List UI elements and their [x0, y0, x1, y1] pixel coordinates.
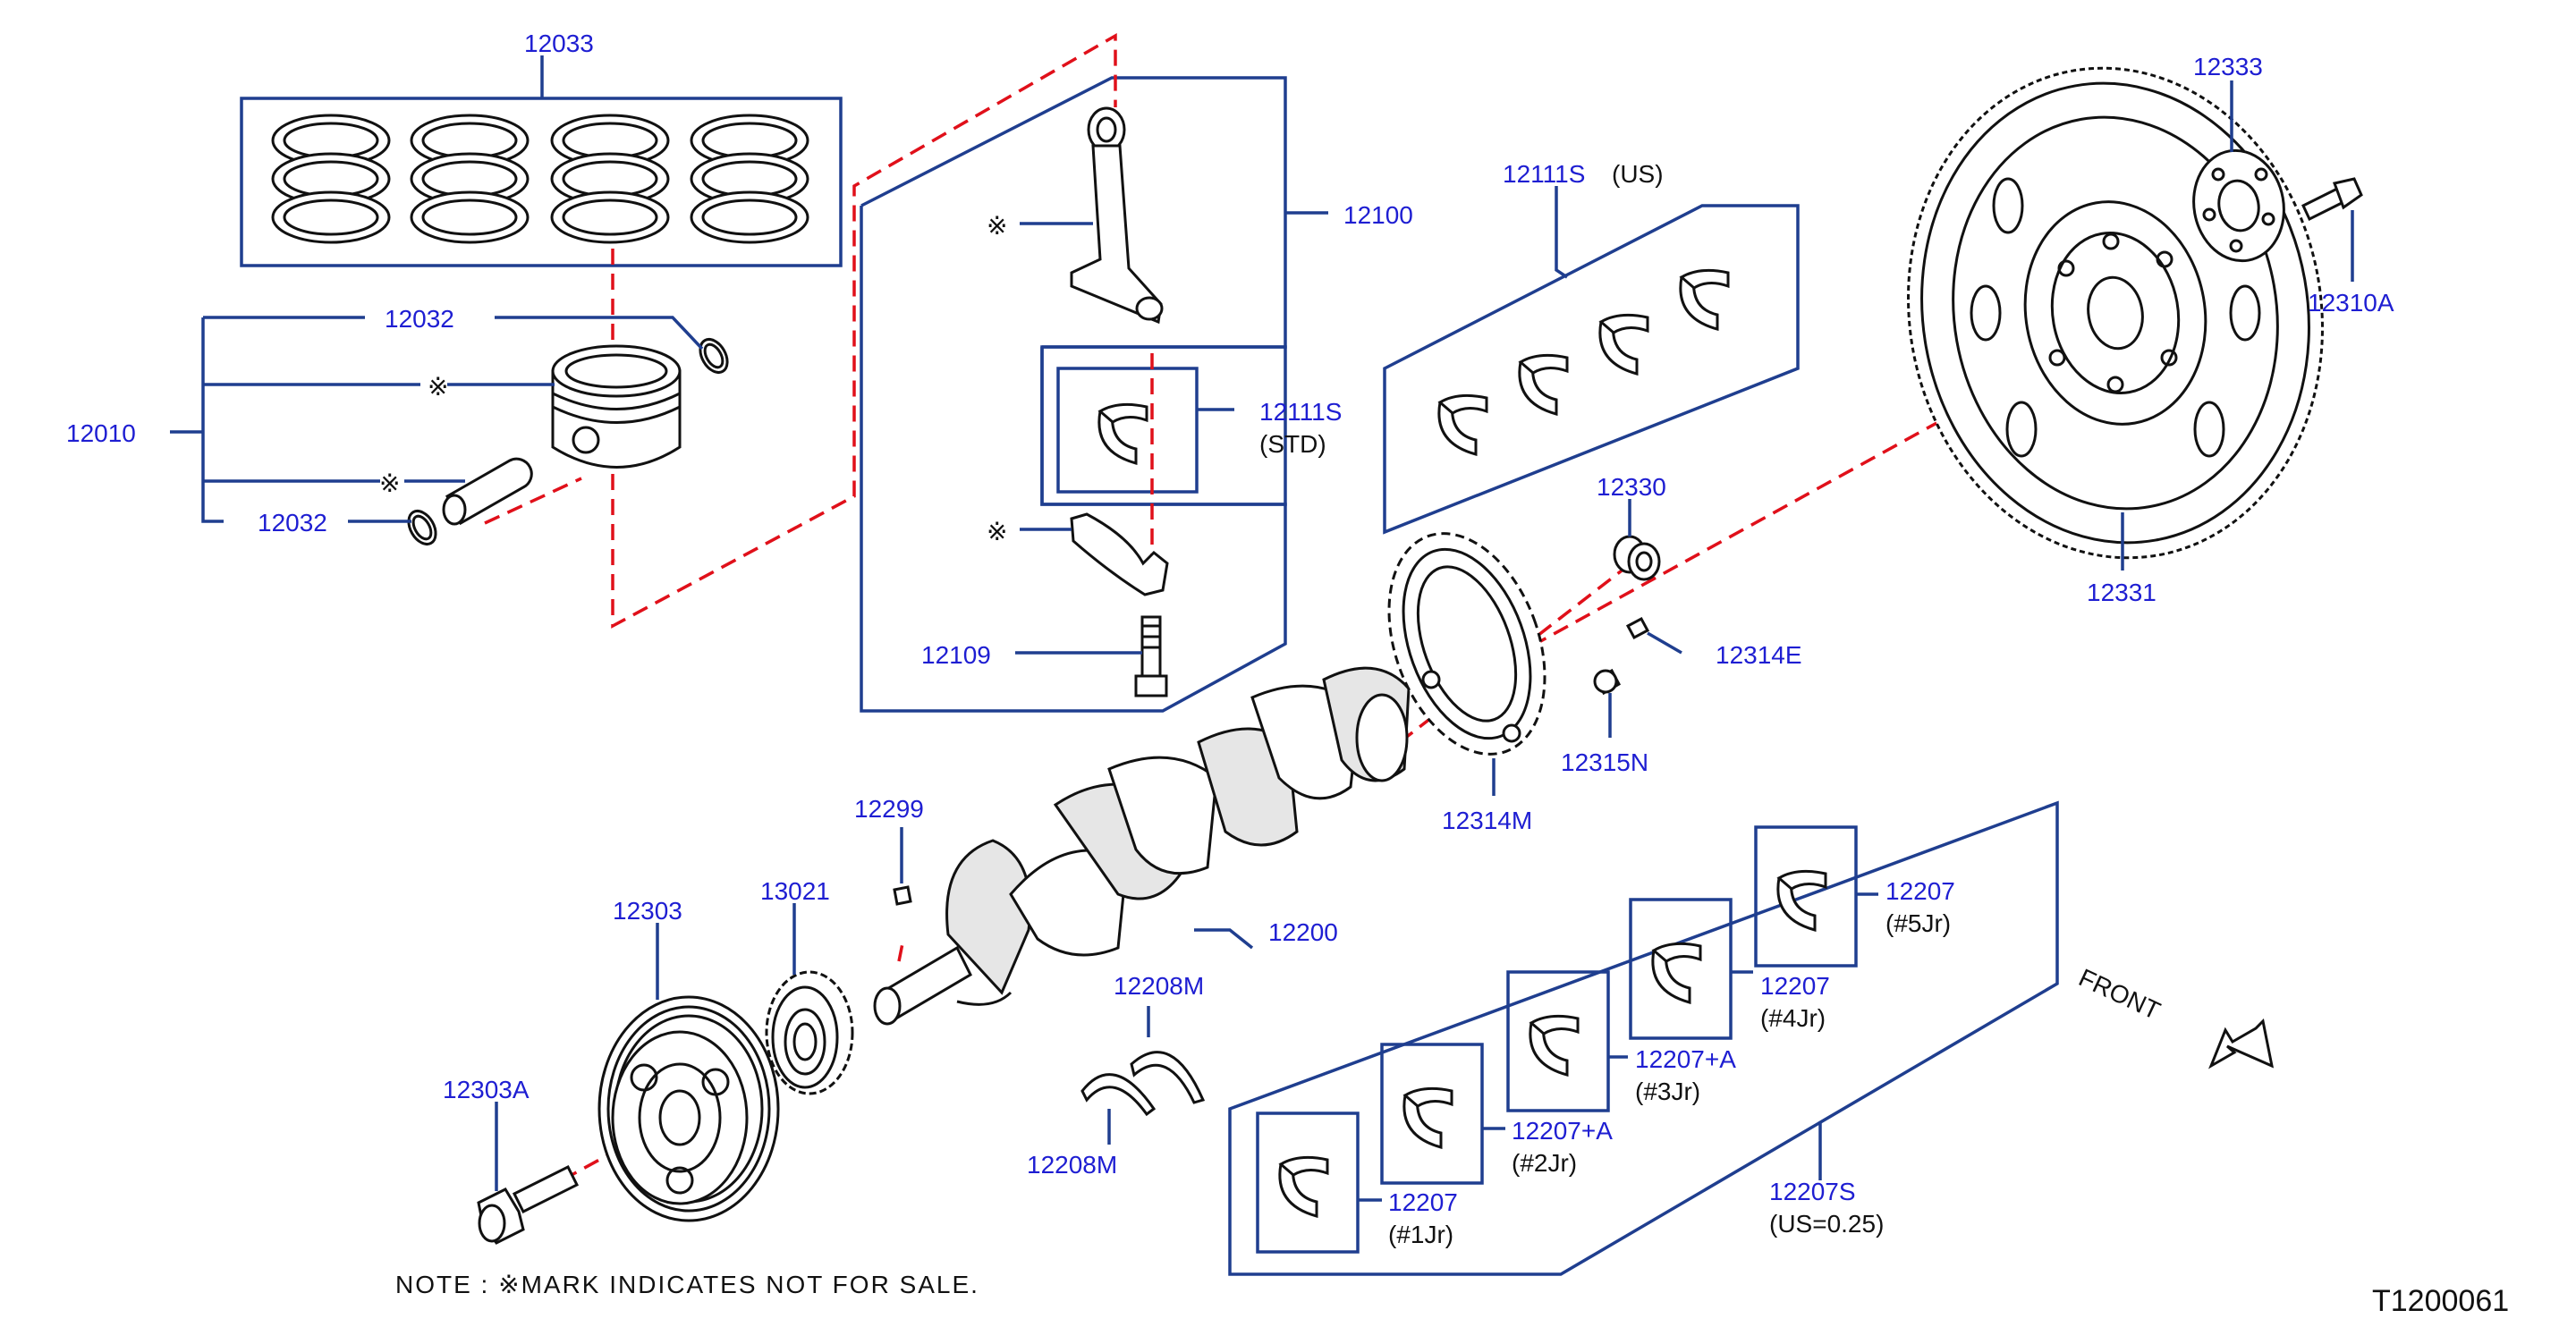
- snap-ring-lower-icon: [407, 510, 437, 545]
- part-label-12207-5jr[interactable]: 12207: [1885, 877, 1955, 905]
- part-label-12100[interactable]: 12100: [1343, 201, 1413, 229]
- thrust-washer-upper-icon: [1130, 1051, 1206, 1104]
- main-bearing-3-box: [1506, 970, 1610, 1112]
- part-label-12109[interactable]: 12109: [921, 641, 991, 669]
- dowel-pin-icon: [1625, 616, 1650, 640]
- undersize-label: (US=0.25): [1769, 1210, 1884, 1238]
- part-label-13021[interactable]: 13021: [760, 877, 830, 905]
- connecting-rod-icon: [1070, 106, 1164, 325]
- part-label-12208m-lower[interactable]: 12208M: [1027, 1151, 1117, 1179]
- signal-rotor-icon: [1387, 532, 1546, 756]
- std-size-label: (STD): [1259, 430, 1326, 458]
- not-for-sale-mark-pin: ※: [379, 469, 400, 497]
- rod-assembly-box-top: [860, 76, 1287, 349]
- main-bearing-5-box: [1754, 825, 1858, 968]
- snap-ring-upper-icon: [699, 338, 729, 374]
- part-label-12314e[interactable]: 12314E: [1716, 641, 1802, 669]
- part-label-12330[interactable]: 12330: [1597, 473, 1666, 501]
- journal-3-label: (#3Jr): [1635, 1078, 1700, 1105]
- part-label-12207a-2jr[interactable]: 12207+A: [1512, 1117, 1613, 1145]
- part-label-12303[interactable]: 12303: [613, 897, 682, 925]
- journal-4-label: (#4Jr): [1760, 1004, 1826, 1032]
- key-centerline: [897, 938, 905, 962]
- piston-pin-centerline: [484, 477, 582, 525]
- part-label-12010[interactable]: 12010: [66, 419, 136, 447]
- front-direction-label: FRONT: [2074, 963, 2165, 1025]
- main-bearing-4-box: [1629, 898, 1733, 1040]
- rod-bearing-us-icon: [1437, 268, 1730, 456]
- main-bearing-1-box: [1256, 1111, 1360, 1254]
- part-label-12207-4jr[interactable]: 12207: [1760, 972, 1830, 1000]
- part-label-12032-upper[interactable]: 12032: [385, 305, 454, 333]
- not-for-sale-mark-cap: ※: [987, 518, 1007, 545]
- journal-2-label: (#2Jr): [1512, 1149, 1577, 1177]
- rod-bearing-std-box: [1056, 367, 1199, 494]
- part-label-12032-lower[interactable]: 12032: [258, 509, 327, 537]
- part-label-12200[interactable]: 12200: [1268, 918, 1338, 946]
- piston-pin-icon: [442, 457, 533, 526]
- diagram-code: T1200061: [2372, 1284, 2509, 1318]
- part-label-12315n[interactable]: 12315N: [1561, 748, 1648, 776]
- part-label-12310a[interactable]: 12310A: [2308, 289, 2394, 317]
- journal-1-label: (#1Jr): [1388, 1221, 1453, 1248]
- rod-bearing-std-icon: [1097, 402, 1148, 465]
- piston-icon: [551, 344, 682, 469]
- not-for-sale-mark-piston: ※: [428, 373, 448, 401]
- pilot-bushing-icon: [1613, 535, 1661, 581]
- main-bearing-set-box: [1228, 800, 2059, 1276]
- crank-sprocket-icon: [765, 970, 854, 1095]
- crank-pulley-icon: [597, 995, 780, 1222]
- reinforcement-plate-icon: [2192, 148, 2285, 263]
- pulley-bolt-icon: [477, 1164, 580, 1245]
- rotor-bolt-icon: [1593, 668, 1622, 696]
- rod-bearing-us-box: [1383, 204, 1800, 535]
- footnote: NOTE : ※MARK INDICATES NOT FOR SALE.: [395, 1271, 979, 1298]
- piston-rings-icon: [271, 114, 809, 244]
- part-label-12207a-3jr[interactable]: 12207+A: [1635, 1045, 1736, 1073]
- drive-plate-icon: [1907, 66, 2324, 560]
- rod-bearing-std-outer-box: [1040, 345, 1287, 506]
- part-label-12299[interactable]: 12299: [854, 795, 924, 823]
- part-label-12303a[interactable]: 12303A: [443, 1076, 530, 1103]
- crankshaft-icon: [873, 666, 1411, 1026]
- us-size-label: (US): [1612, 160, 1664, 188]
- thrust-washer-lower-icon: [1080, 1073, 1157, 1117]
- part-label-12208m-upper[interactable]: 12208M: [1114, 972, 1204, 1000]
- part-label-12333[interactable]: 12333: [2193, 53, 2263, 80]
- woodruff-key-icon: [893, 885, 912, 906]
- flywheel-bolt-icon: [2301, 177, 2363, 222]
- part-label-12314m[interactable]: 12314M: [1442, 807, 1532, 834]
- leader-lines: [170, 55, 2354, 1202]
- rod-cap-icon: [1070, 512, 1169, 596]
- front-arrow-icon: [2207, 1018, 2275, 1069]
- part-label-12111s-us[interactable]: 12111S: [1503, 160, 1585, 188]
- main-bearing-2-box: [1380, 1043, 1484, 1185]
- not-for-sale-mark-rod: ※: [987, 212, 1007, 240]
- part-label-12033[interactable]: 12033: [524, 30, 594, 57]
- rod-bolt-icon: [1134, 615, 1168, 697]
- part-label-12331[interactable]: 12331: [2087, 579, 2157, 606]
- part-label-12207-1jr[interactable]: 12207: [1388, 1188, 1458, 1216]
- part-label-12111s-std[interactable]: 12111S: [1259, 398, 1342, 426]
- journal-5-label: (#5Jr): [1885, 909, 1951, 937]
- piston-rod-centerline: [611, 32, 1117, 629]
- part-label-12207s[interactable]: 12207S: [1769, 1178, 1856, 1205]
